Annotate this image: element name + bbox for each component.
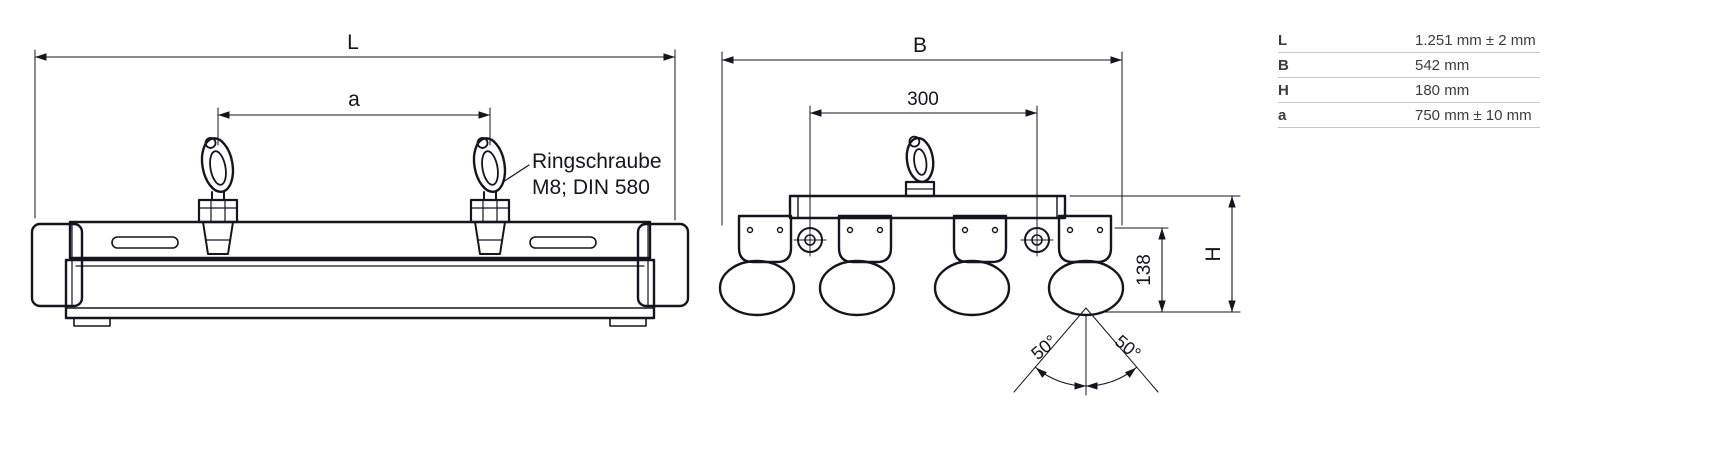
- ring-screw-left: [197, 137, 239, 255]
- hook-prongs: [718, 214, 1125, 317]
- ring-latch-icon: [204, 137, 217, 149]
- angle-right-label: 50°: [1111, 331, 1145, 364]
- side-view: B 300: [718, 34, 1241, 396]
- hook-curl: [718, 259, 796, 317]
- dim-key: a: [1278, 106, 1287, 124]
- beam-slot-right: [529, 236, 597, 249]
- front-view: L a: [30, 31, 690, 327]
- dimension-300: 300: [809, 89, 1038, 227]
- dim-a-label: a: [348, 88, 360, 111]
- hook-curl: [818, 259, 896, 317]
- ring-latch-icon: [908, 135, 921, 148]
- dim-key: B: [1278, 56, 1289, 74]
- ring-screw-center: [904, 135, 936, 198]
- beam-body: [30, 220, 690, 327]
- ring-screw-callout: Ringschraube M8; DIN 580: [502, 150, 662, 199]
- dim-B-label: B: [913, 34, 927, 57]
- dim-value: 180 mm: [1415, 81, 1470, 99]
- dim-value: 750 mm ± 10 mm: [1415, 106, 1532, 124]
- table-row: L 1.251 mm ± 2 mm: [1278, 28, 1540, 53]
- pivot-bolts: [793, 223, 1054, 257]
- ring-screw-right: [469, 137, 511, 255]
- callout-text-line1: Ringschraube: [532, 150, 662, 173]
- beam-foot-right: [609, 317, 647, 327]
- dim-H-label: H: [1202, 246, 1225, 261]
- dim-key: H: [1278, 81, 1289, 99]
- beam-slot-left: [111, 236, 179, 249]
- dimension-H: H: [1069, 195, 1241, 313]
- dimension-a: a: [217, 88, 491, 146]
- table-row: H 180 mm: [1278, 78, 1540, 103]
- table-row: B 542 mm: [1278, 53, 1540, 78]
- callout-text-line2: M8; DIN 580: [532, 176, 650, 199]
- ring-latch-icon: [476, 137, 489, 149]
- hook-angle-dimensions: 50° 50°: [1013, 307, 1159, 396]
- dimension-L: L: [34, 31, 676, 221]
- dimension-table: L 1.251 mm ± 2 mm B 542 mm H 180 mm a 75…: [1278, 28, 1540, 128]
- dimension-138: 138: [1099, 227, 1241, 313]
- beam-foot-left: [73, 317, 111, 327]
- table-row: a 750 mm ± 10 mm: [1278, 103, 1540, 128]
- crossbar: [788, 194, 1067, 220]
- dim-key: L: [1278, 31, 1288, 49]
- angle-left-label: 50°: [1027, 331, 1061, 364]
- callout-leader-line: [502, 164, 530, 183]
- hook-curl: [1047, 259, 1125, 317]
- dim-300-label: 300: [907, 89, 939, 110]
- dim-138-label: 138: [1134, 254, 1155, 286]
- dim-value: 542 mm: [1415, 56, 1470, 74]
- hook-curl: [933, 259, 1011, 317]
- dim-value: 1.251 mm ± 2 mm: [1415, 31, 1536, 49]
- dim-L-label: L: [347, 31, 359, 54]
